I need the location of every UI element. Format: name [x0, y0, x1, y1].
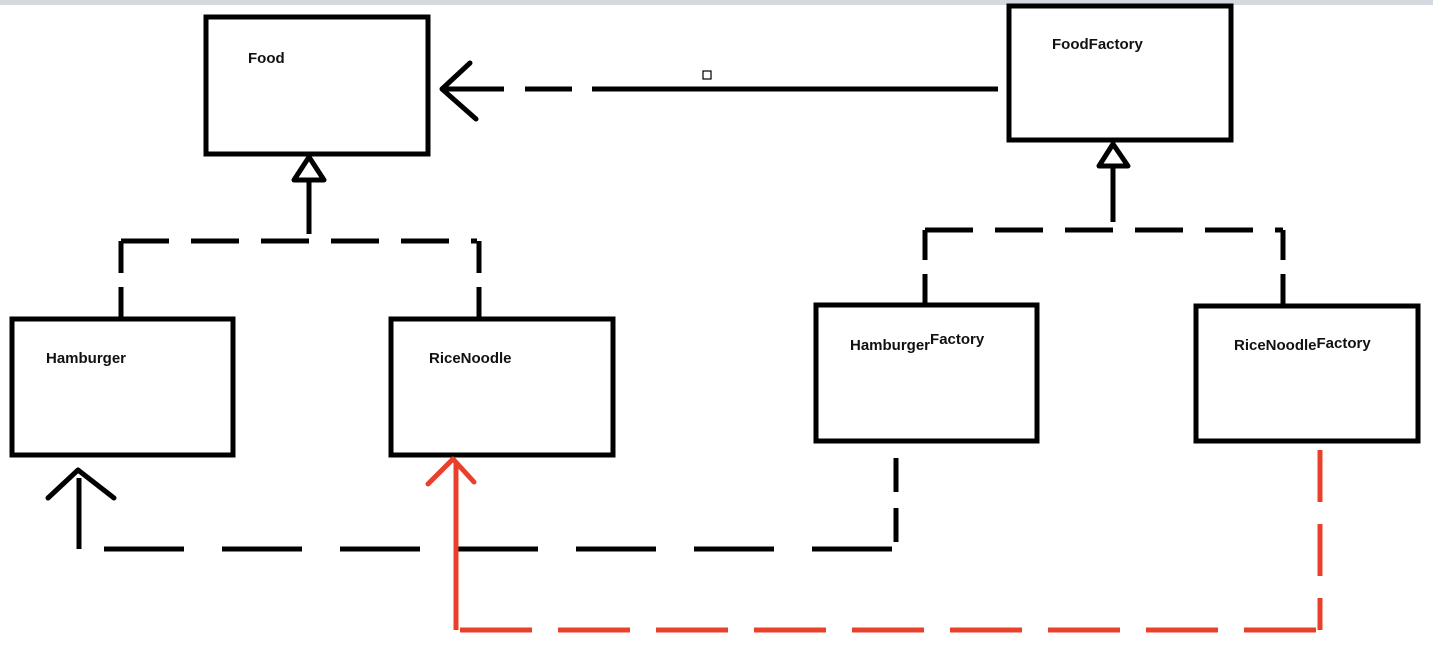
- selection-handle-icon: [702, 70, 712, 80]
- hamburger-class-box: [9, 316, 236, 458]
- food-class-label: Food: [248, 50, 285, 67]
- food-realization-arrowhead: [291, 154, 327, 183]
- hamburger-dependency-arrowhead: [45, 467, 117, 501]
- food-factory-class-box: [1006, 3, 1234, 143]
- window-top-strip: [0, 0, 1433, 5]
- hamburger-factory-class-label: HamburgerFactory: [850, 331, 985, 354]
- food-factory-dependency-arrowhead: [439, 60, 479, 122]
- rice-noodle-factory-label-base: RiceNoodle: [1234, 337, 1317, 354]
- hamburger-factory-label-suffix: Factory: [930, 331, 985, 348]
- rice-noodle-factory-class-label: RiceNoodleFactory: [1234, 335, 1371, 354]
- food-factory-label-base: Food: [1052, 36, 1089, 53]
- rice-noodle-factory-to-rice-noodle-dependency: [425, 450, 1323, 633]
- hamburger-factory-to-hamburger-dependency: [45, 458, 899, 552]
- rice-noodle-dependency-arrowhead: [425, 456, 477, 487]
- rice-noodle-factory-class-box: [1193, 303, 1421, 444]
- food-factory-to-food-dependency: [439, 60, 998, 122]
- food-factory-label-suffix: Factory: [1089, 36, 1144, 53]
- hamburger-factory-class-box: [813, 302, 1040, 444]
- food-class-box: [203, 14, 431, 157]
- hamburger-class-label: Hamburger: [46, 350, 126, 367]
- rice-noodle-class-label: RiceNoodle: [429, 350, 512, 367]
- hamburger-factory-label-base: Hamburger: [850, 337, 930, 354]
- food-realization-connector: [118, 154, 482, 320]
- rice-noodle-factory-label-suffix: Factory: [1317, 335, 1372, 352]
- food-factory-class-label: FoodFactory: [1052, 36, 1143, 53]
- food-factory-realization-connector: [922, 141, 1286, 306]
- food-factory-realization-arrowhead: [1096, 141, 1131, 169]
- rice-noodle-class-box: [388, 316, 616, 458]
